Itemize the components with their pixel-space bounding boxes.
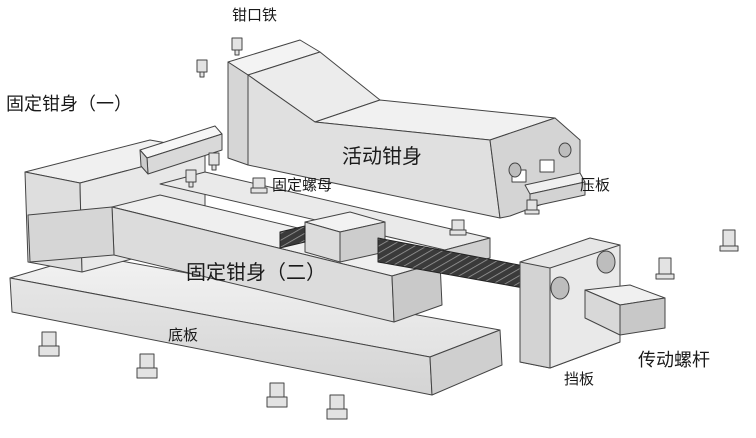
label-jaw-plate: 钳口铁 xyxy=(232,6,278,24)
screw xyxy=(326,394,348,420)
screw xyxy=(38,331,60,357)
screw xyxy=(449,219,467,236)
end-plate xyxy=(519,237,666,369)
screw xyxy=(266,382,288,408)
drive-screw xyxy=(279,225,536,291)
screw xyxy=(208,152,220,171)
screw xyxy=(250,177,268,194)
movable-body xyxy=(227,39,581,219)
screw xyxy=(655,257,675,280)
label-fixed-body-one: 固定钳身（一） xyxy=(6,94,132,115)
screw xyxy=(524,199,540,215)
label-drive-screw: 传动螺杆 xyxy=(638,350,710,371)
label-fixed-nut: 固定螺母 xyxy=(272,176,333,194)
screw xyxy=(185,169,197,188)
label-pressure-plate: 压板 xyxy=(580,176,611,194)
label-end-plate: 挡板 xyxy=(564,370,595,388)
screw xyxy=(196,59,208,78)
base-plate xyxy=(9,254,503,396)
label-fixed-body-two: 固定钳身（二） xyxy=(186,260,326,284)
label-movable-body: 活动钳身 xyxy=(342,144,422,168)
fixed-nut xyxy=(304,211,386,263)
screw-set xyxy=(38,37,739,420)
screw xyxy=(719,229,739,252)
label-base-plate: 底板 xyxy=(168,326,199,344)
screw xyxy=(136,353,158,379)
screw xyxy=(231,37,243,56)
